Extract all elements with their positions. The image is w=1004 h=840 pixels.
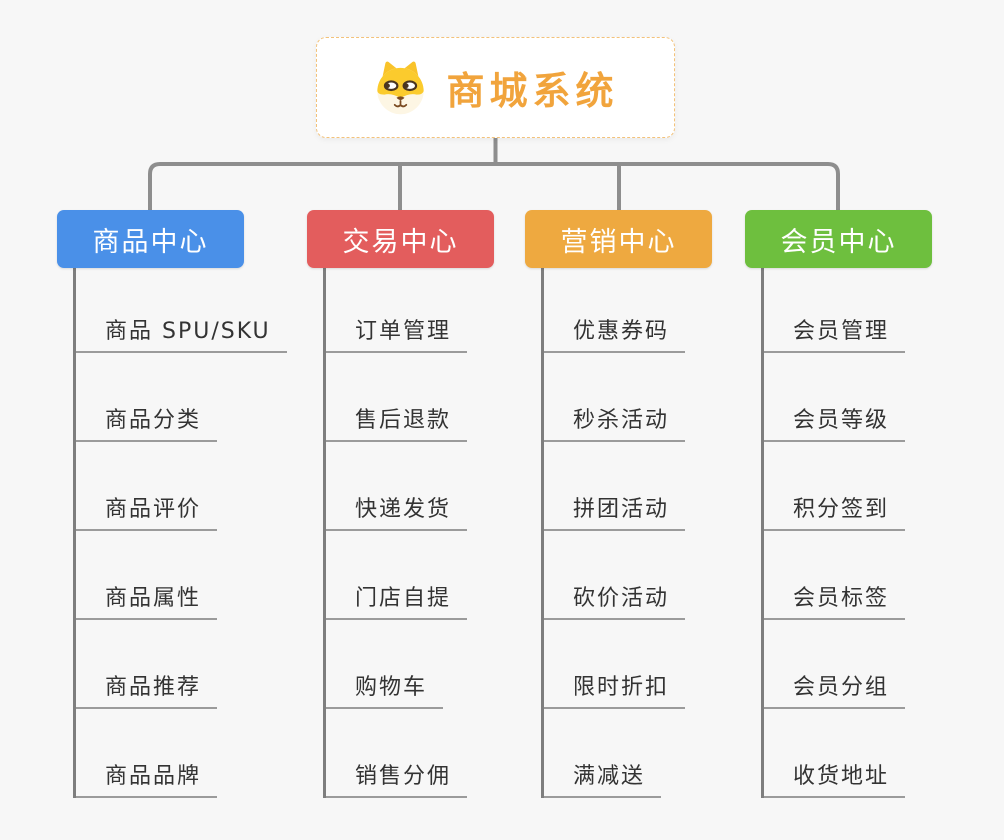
branch-leaves: 优惠券码 秒杀活动 拼团活动 砍价活动 限时折扣 满减送 bbox=[541, 264, 686, 798]
root-title: 商城系统 bbox=[446, 69, 619, 113]
root-node[interactable]: 商城系统 bbox=[316, 37, 675, 138]
branch-node-product-center[interactable]: 商品中心 bbox=[57, 210, 244, 268]
leaf-node[interactable]: 商品 SPU/SKU bbox=[73, 313, 287, 353]
leaf-node[interactable]: 拼团活动 bbox=[541, 491, 686, 531]
branch-node-member-center[interactable]: 会员中心 bbox=[745, 210, 932, 268]
branch-leaves: 会员管理 会员等级 积分签到 会员标签 会员分组 收货地址 bbox=[761, 264, 906, 798]
leaf-node[interactable]: 满减送 bbox=[541, 758, 662, 798]
branch-trunk-line bbox=[323, 268, 326, 798]
leaf-node[interactable]: 会员分组 bbox=[761, 669, 906, 709]
leaf-node[interactable]: 商品品牌 bbox=[73, 758, 218, 798]
branch-trunk-line bbox=[761, 268, 764, 798]
leaf-node[interactable]: 订单管理 bbox=[323, 313, 468, 353]
leaf-node[interactable]: 商品推荐 bbox=[73, 669, 218, 709]
leaf-node[interactable]: 砍价活动 bbox=[541, 580, 686, 620]
leaf-node[interactable]: 限时折扣 bbox=[541, 669, 686, 709]
leaf-node[interactable]: 会员等级 bbox=[761, 402, 906, 442]
leaf-node[interactable]: 秒杀活动 bbox=[541, 402, 686, 442]
leaf-node[interactable]: 售后退款 bbox=[323, 402, 468, 442]
leaf-node[interactable]: 销售分佣 bbox=[323, 758, 468, 798]
leaf-node[interactable]: 快递发货 bbox=[323, 491, 468, 531]
leaf-node[interactable]: 门店自提 bbox=[323, 580, 468, 620]
leaf-node[interactable]: 商品属性 bbox=[73, 580, 218, 620]
leaf-node[interactable]: 积分签到 bbox=[761, 491, 906, 531]
leaf-node[interactable]: 购物车 bbox=[323, 669, 444, 709]
branch-node-marketing-center[interactable]: 营销中心 bbox=[525, 210, 712, 268]
dog-face-icon bbox=[377, 61, 425, 115]
branch-column-member: 会员中心 会员管理 会员等级 积分签到 会员标签 会员分组 收货地址 bbox=[745, 210, 995, 810]
leaf-node[interactable]: 商品评价 bbox=[73, 491, 218, 531]
branch-node-trade-center[interactable]: 交易中心 bbox=[307, 210, 494, 268]
leaf-node[interactable]: 会员标签 bbox=[761, 580, 906, 620]
branch-leaves: 商品 SPU/SKU 商品分类 商品评价 商品属性 商品推荐 商品品牌 bbox=[73, 264, 287, 798]
branch-trunk-line bbox=[541, 268, 544, 798]
leaf-node[interactable]: 收货地址 bbox=[761, 758, 906, 798]
branch-column-marketing: 营销中心 优惠券码 秒杀活动 拼团活动 砍价活动 限时折扣 满减送 bbox=[525, 210, 775, 810]
branch-column-product: 商品中心 商品 SPU/SKU 商品分类 商品评价 商品属性 商品推荐 商品品牌 bbox=[57, 210, 307, 810]
branch-trunk-line bbox=[73, 268, 76, 798]
leaf-node[interactable]: 优惠券码 bbox=[541, 313, 686, 353]
leaf-node[interactable]: 商品分类 bbox=[73, 402, 218, 442]
branch-column-trade: 交易中心 订单管理 售后退款 快递发货 门店自提 购物车 销售分佣 bbox=[307, 210, 557, 810]
leaf-node[interactable]: 会员管理 bbox=[761, 313, 906, 353]
branch-leaves: 订单管理 售后退款 快递发货 门店自提 购物车 销售分佣 bbox=[323, 264, 468, 798]
